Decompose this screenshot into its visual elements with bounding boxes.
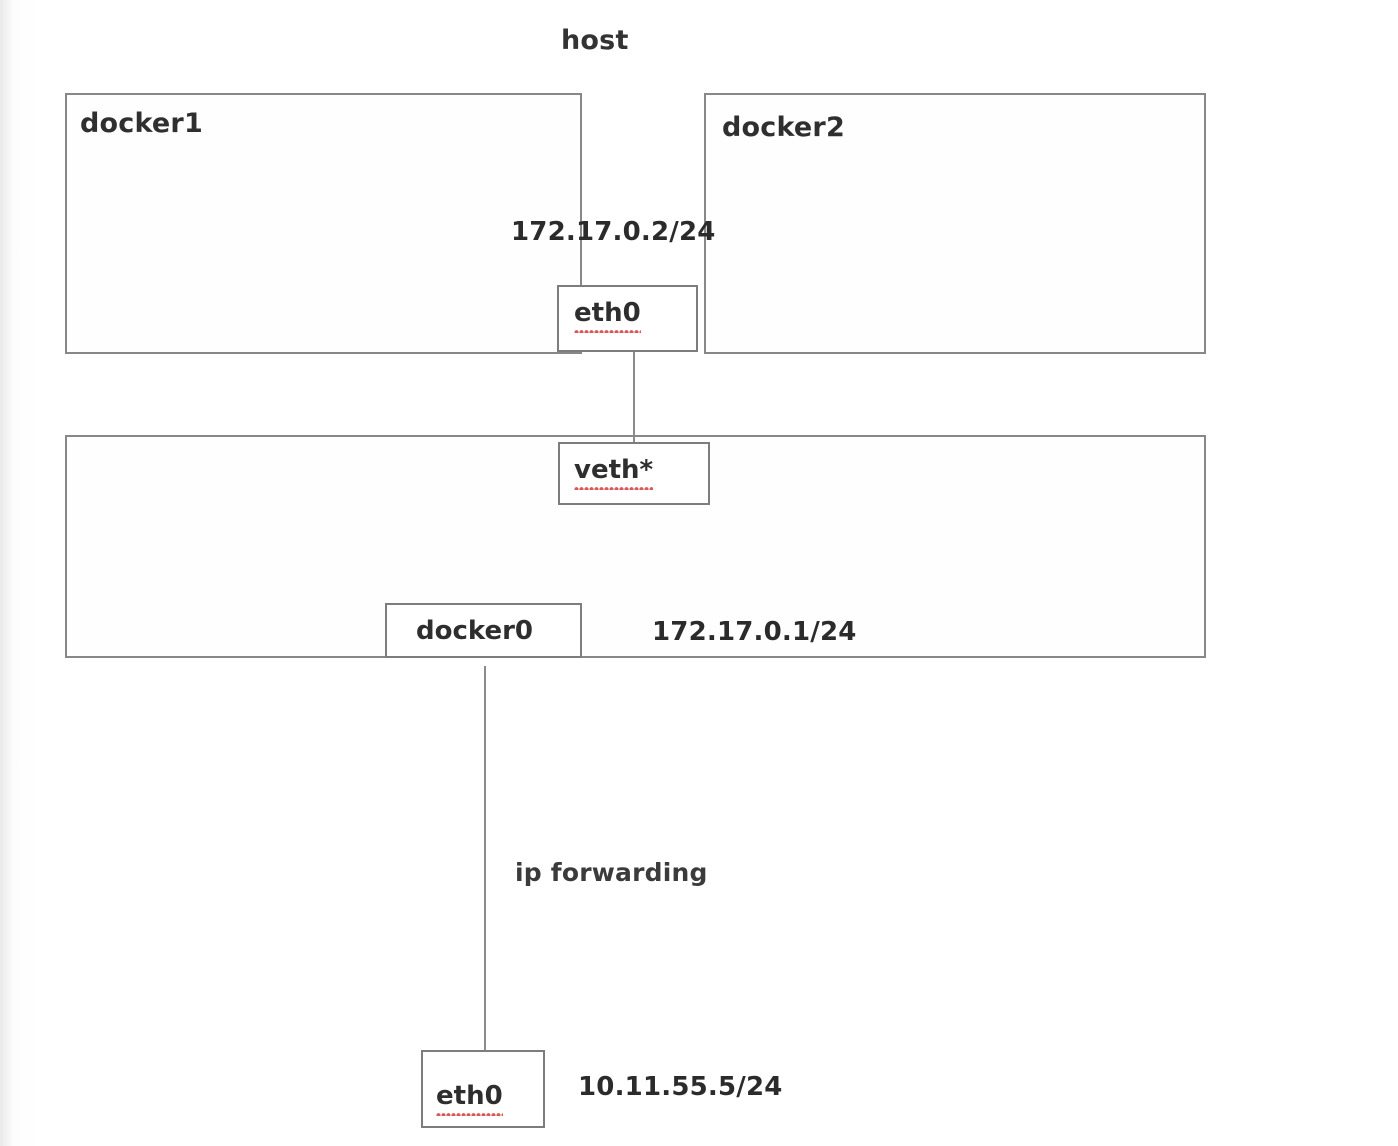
- interface-node-veth: [558, 442, 710, 505]
- ip-label-host-eth0: 10.11.55.5/24: [578, 1072, 783, 1102]
- ip-label-docker0: 172.17.0.1/24: [652, 617, 857, 647]
- spellcheck-underline: veth*: [574, 455, 654, 490]
- diagram-title: host: [561, 25, 629, 56]
- interface-node-container-eth0: [557, 285, 698, 352]
- connector-eth0-to-veth: [633, 352, 635, 442]
- container-box-docker2: [704, 93, 1206, 354]
- container-label-docker1: docker1: [80, 108, 203, 139]
- interface-label-host-eth0: eth0: [436, 1081, 503, 1116]
- spellcheck-underline: eth0: [436, 1081, 503, 1116]
- spellcheck-underline: eth0: [574, 298, 641, 333]
- connector-docker0-to-host-eth0: [484, 666, 486, 1050]
- interface-label-container-eth0: eth0: [574, 298, 641, 333]
- annotation-ip-forwarding: ip forwarding: [515, 858, 708, 887]
- interface-label-veth: veth*: [574, 455, 654, 490]
- ip-label-container-eth0: 172.17.0.2/24: [511, 217, 716, 247]
- interface-node-docker0: [385, 603, 582, 658]
- container-label-docker2: docker2: [722, 112, 845, 143]
- interface-label-docker0: docker0: [416, 616, 534, 646]
- container-box-docker1: [65, 93, 582, 354]
